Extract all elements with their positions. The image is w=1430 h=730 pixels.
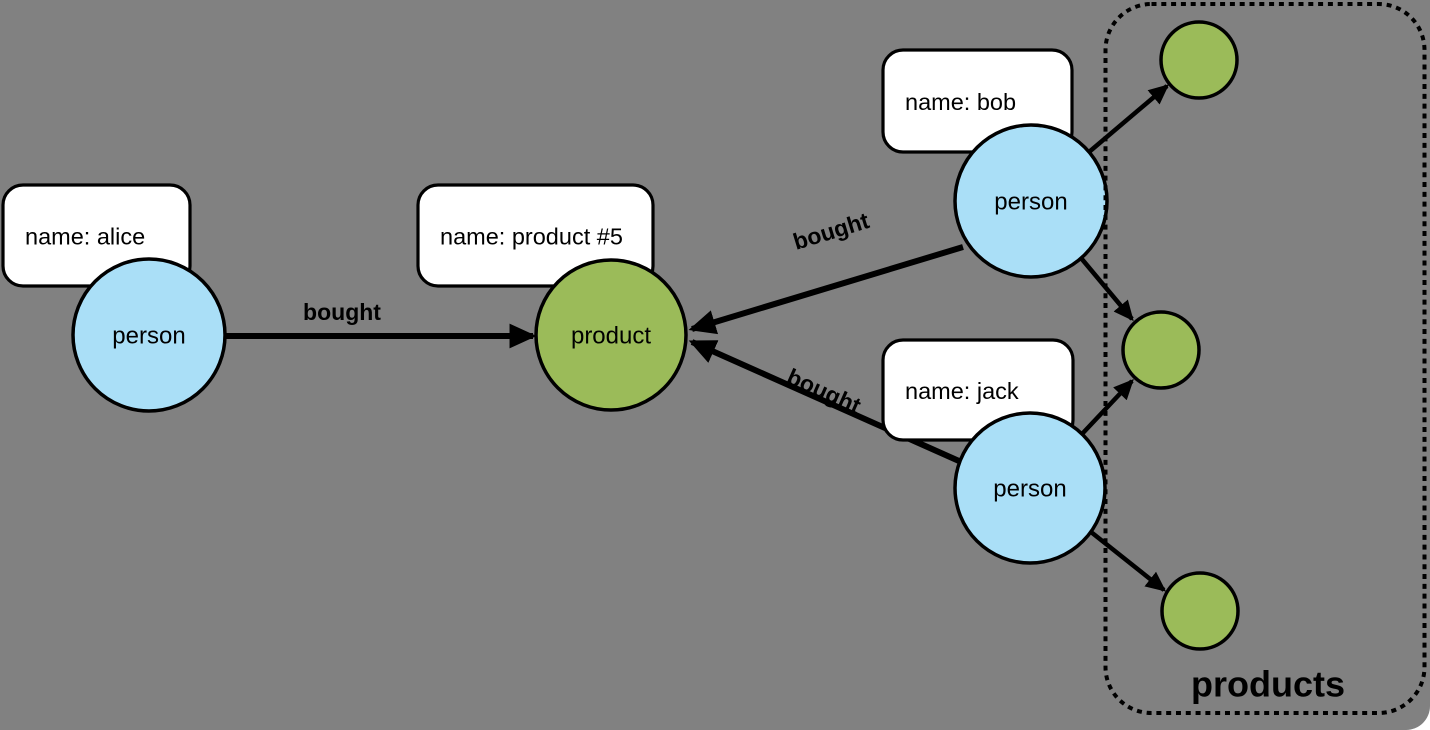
products-cluster-label: products [1191,664,1345,705]
node-jack-circle [953,411,1107,565]
node-bob-circle [953,123,1109,279]
node-alice-label: person [112,323,185,350]
edge-bob-to-product-a [1087,84,1170,154]
products-cluster-layer: products [1103,2,1427,715]
node-product5-circle [534,258,688,412]
node-product-c-circle [1160,571,1240,651]
edge-jack-to-product-c [1089,530,1167,592]
node-product-b-circle [1121,310,1201,390]
edge-jack-to-product-b [1080,379,1134,436]
edge-bob-to-product5 [688,244,964,335]
node-product-a-circle [1159,20,1239,100]
nodes-layer: person product person person [71,20,1240,651]
node-jack-label: person [993,476,1066,503]
node-alice-circle [71,257,227,413]
property-text-alice: name: alice [25,224,145,250]
property-text-bob: name: bob [905,89,1016,115]
edge-label-bought: bought [303,299,381,325]
node-product5-label: product [571,323,651,350]
edge-label-bought: bought [783,363,865,419]
edge-label-bought: bought [790,207,872,255]
edge-bob-to-product-b [1079,256,1134,322]
products-cluster-border [1103,2,1427,715]
property-text-product5: name: product #5 [440,224,623,250]
property-text-jack: name: jack [905,378,1019,404]
node-bob-label: person [994,189,1067,216]
